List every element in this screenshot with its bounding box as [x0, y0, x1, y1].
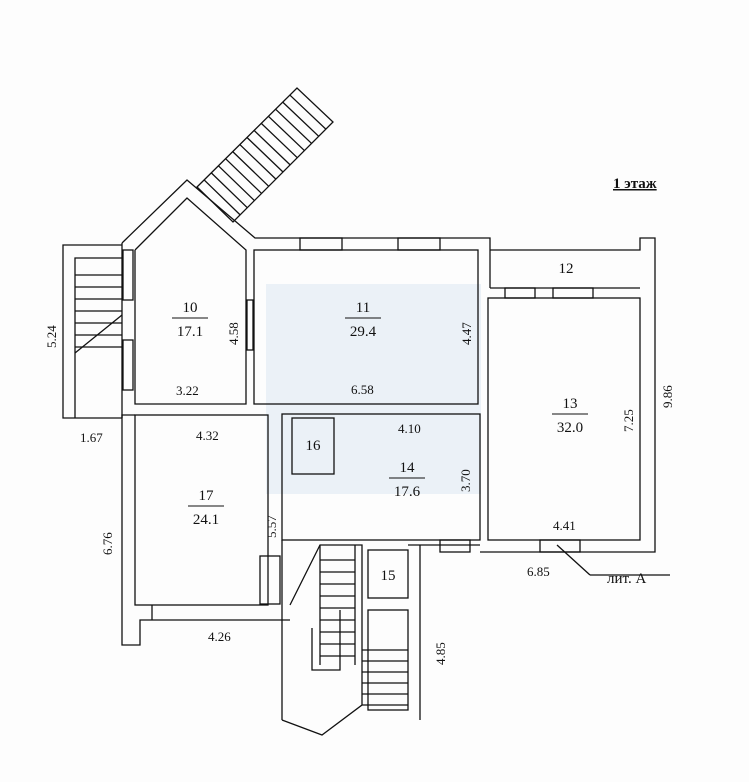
floor-title: 1 этаж — [613, 176, 657, 192]
room-14-area: 17.6 — [394, 484, 421, 500]
left-stairs — [62, 244, 123, 419]
lit-a-label: лит. А — [607, 571, 646, 587]
stair-tread — [239, 144, 277, 180]
stair-tread — [217, 165, 255, 202]
dim-4-58: 4.58 — [226, 322, 241, 345]
room-11-walls — [253, 237, 479, 405]
dim-4-85: 4.85 — [433, 642, 448, 665]
stair-tread — [289, 94, 327, 130]
entrance-stairs — [196, 87, 334, 223]
stair-tread — [260, 122, 298, 159]
room-10-walls — [121, 179, 491, 418]
room-13-area: 32.0 — [557, 420, 583, 436]
dim-3-22: 3.22 — [176, 383, 199, 398]
room-16-number: 16 — [306, 438, 322, 454]
stair-tread — [267, 115, 305, 152]
dim-6-85: 6.85 — [527, 564, 550, 579]
room-10-number: 10 — [183, 300, 198, 316]
dim-4-32: 4.32 — [196, 428, 219, 443]
dim-4-26: 4.26 — [208, 629, 231, 644]
dim-4-47: 4.47 — [459, 322, 474, 345]
dim-7-25: 7.25 — [621, 409, 636, 432]
room-17-number: 17 — [199, 488, 215, 504]
dim-5-57: 5.57 — [264, 515, 279, 538]
room-13-number: 13 — [563, 396, 578, 412]
room-11-area: 29.4 — [350, 324, 377, 340]
dim-6-76: 6.76 — [100, 532, 115, 555]
dim-6-58: 6.58 — [351, 382, 374, 397]
lower-stairs — [281, 544, 480, 736]
room-11-number: 11 — [356, 300, 370, 316]
room-15-number: 15 — [381, 568, 396, 584]
room-17-walls — [121, 414, 290, 646]
dim-5-24: 5.24 — [44, 325, 59, 348]
stair-tread — [210, 172, 248, 209]
room-10-area: 17.1 — [177, 324, 203, 340]
dim-4-41: 4.41 — [553, 518, 576, 533]
room-12-13-walls — [439, 237, 670, 576]
room-12-number: 12 — [559, 261, 574, 277]
stair-tread — [232, 151, 270, 187]
room-14-16-walls — [281, 413, 481, 720]
dim-3-70: 3.70 — [458, 469, 473, 492]
room-17-area: 24.1 — [193, 512, 219, 528]
dim-4-10: 4.10 — [398, 421, 421, 436]
stair-tread — [203, 179, 241, 216]
stair-tread — [275, 108, 313, 144]
stair-tread — [225, 158, 263, 194]
stair-tread — [253, 129, 291, 166]
watermark — [266, 284, 481, 494]
room-14-number: 14 — [400, 460, 416, 476]
stair-tread — [246, 137, 284, 173]
dim-9-86: 9.86 — [660, 385, 675, 408]
stair-tread — [282, 101, 320, 137]
dim-1-67: 1.67 — [80, 430, 103, 445]
